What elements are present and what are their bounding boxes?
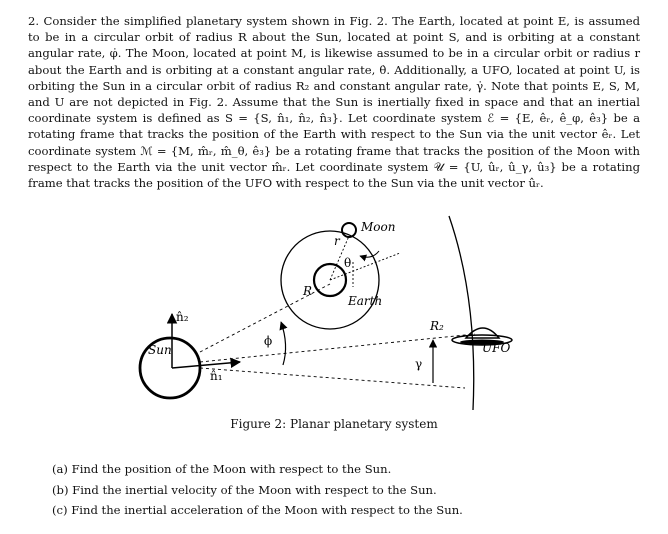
R2-label: R₂ bbox=[429, 319, 444, 333]
question-parts: (a) Find the position of the Moon with r… bbox=[52, 459, 463, 521]
sun-to-ufo-dashed-line bbox=[199, 333, 476, 363]
earth-circle bbox=[312, 262, 348, 298]
moon-label: Moon bbox=[360, 220, 395, 234]
n1-axis-arrow bbox=[171, 357, 242, 369]
phi-label: ϕ bbox=[264, 334, 272, 348]
problem-statement: 2. Consider the simplified planetary sys… bbox=[28, 13, 640, 191]
theta-angle-arc bbox=[359, 250, 380, 262]
planar-planetary-system-figure: Sun Earth Moon UFO n̂₂ n̂₁ R r R₂ ϕ θ γ bbox=[138, 215, 513, 410]
part-b: (b) Find the inertial velocity of the Mo… bbox=[52, 482, 437, 497]
sun-label: Sun bbox=[148, 343, 172, 357]
sun-horizontal-dashed-line bbox=[199, 367, 466, 389]
problem-number: 2. bbox=[28, 14, 40, 28]
figure-caption: Figure 2: Planar planetary system bbox=[230, 417, 438, 431]
earth-reference-dashed-line bbox=[329, 252, 401, 281]
gamma-label: γ bbox=[415, 357, 422, 371]
phi-angle-arc bbox=[279, 321, 288, 366]
ufo-icon bbox=[451, 327, 513, 346]
R-label: R bbox=[302, 284, 312, 298]
r-label: r bbox=[334, 234, 341, 248]
earth-label: Earth bbox=[347, 294, 382, 308]
earth-orbit-circle bbox=[280, 230, 380, 330]
problem-text: Consider the simplified planetary system… bbox=[28, 14, 640, 191]
sun-to-earth-dashed-line bbox=[199, 283, 331, 353]
part-a: (a) Find the position of the Moon with r… bbox=[52, 462, 392, 476]
n2-label: n̂₂ bbox=[176, 310, 189, 324]
part-c: (c) Find the inertial acceleration of th… bbox=[52, 503, 463, 517]
moon-circle bbox=[341, 222, 357, 238]
theta-label: θ bbox=[344, 256, 351, 270]
n1-label: n̂₁ bbox=[210, 369, 223, 383]
ufo-orbit-arc bbox=[448, 215, 475, 410]
ufo-label: UFO bbox=[482, 341, 510, 355]
